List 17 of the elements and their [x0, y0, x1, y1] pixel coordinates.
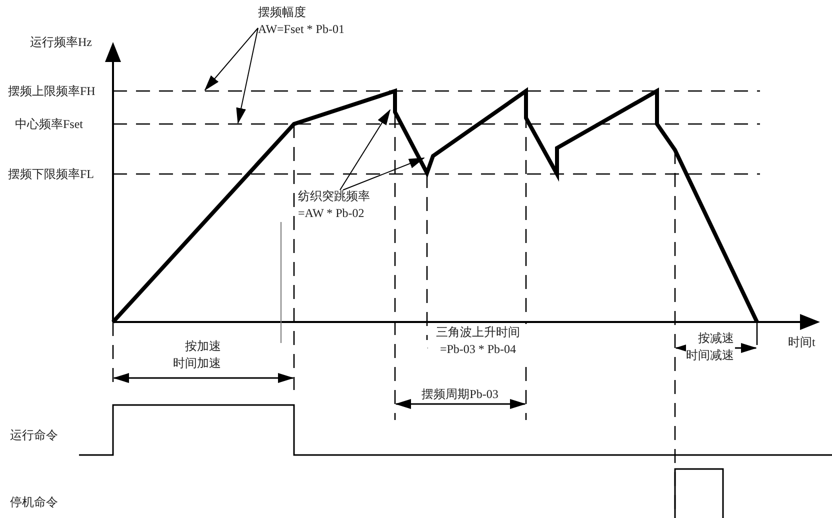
- axis-label: 时间t: [788, 334, 816, 351]
- annotation-text: 摆频幅度 AW=Fset * Pb-01: [258, 4, 344, 38]
- annotation-text: 纺织突跳频率 =AW * Pb-02: [298, 188, 370, 222]
- signal-label: 停机命令: [10, 494, 58, 511]
- dimension-label: 摆频周期Pb-03: [420, 386, 500, 403]
- axis-label: 中心频率Fset: [15, 116, 84, 133]
- leader-line: [340, 109, 391, 190]
- leader-line: [342, 158, 425, 190]
- dimension-label: 按减速时间减速: [686, 330, 735, 364]
- leader-line: [236, 28, 258, 124]
- leader-line: [204, 28, 258, 91]
- axis-label: 摆频下限频率FL: [8, 166, 94, 183]
- dimension-label: 三角波上升时间 =Pb-03 * Pb-04: [428, 324, 528, 358]
- axis-label: 摆频上限频率FH: [8, 83, 96, 100]
- signal-label: 运行命令: [10, 427, 58, 444]
- dimension-label: 按加速时间加速: [173, 338, 222, 372]
- axis-label: 运行频率Hz: [30, 34, 92, 51]
